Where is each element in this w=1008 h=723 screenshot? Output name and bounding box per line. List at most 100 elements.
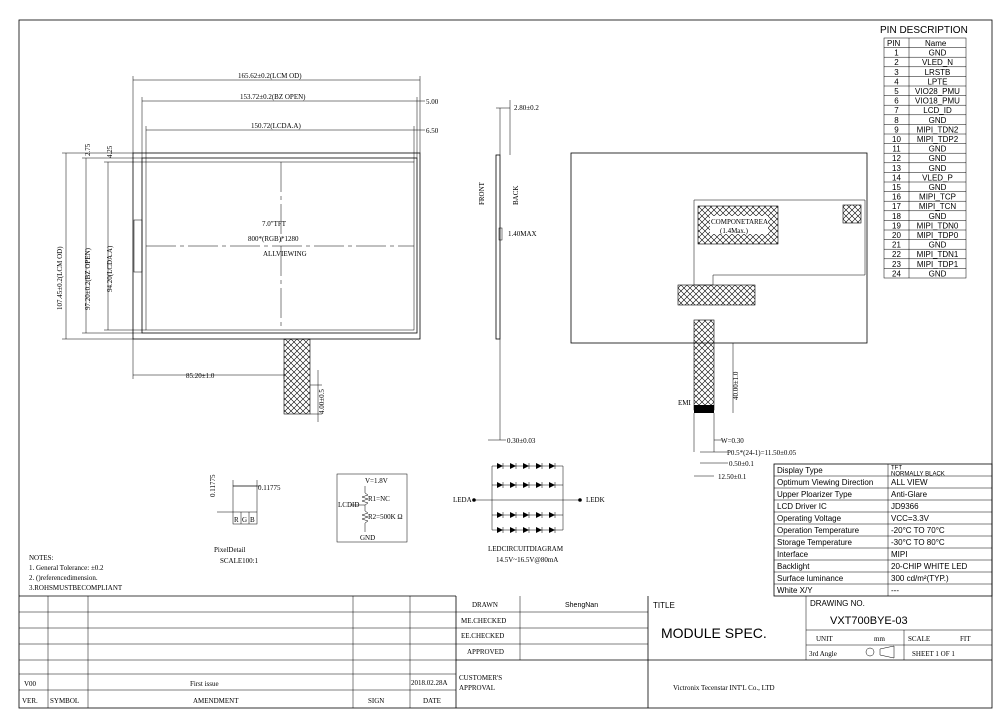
pin-number: 20	[892, 231, 901, 240]
footer-ver: VER.	[22, 697, 38, 705]
pin-name: MIPI_TDN2	[917, 125, 959, 134]
dim-height-lcm: 107.45±0.2(LCM OD)	[56, 246, 64, 310]
footer-sign: SIGN	[368, 697, 384, 705]
rev-date: 2018.02.28A	[411, 679, 448, 687]
pixel-r: R	[234, 516, 239, 524]
ee-checked-label: EE.CHECKED	[461, 632, 504, 640]
pin-name: VLED_N	[922, 58, 953, 67]
dim-fpc-length: 40.00±1.0	[732, 371, 740, 400]
side-front-label: FRONT	[478, 181, 486, 205]
me-checked-label: ME.CHECKED	[461, 617, 506, 625]
spec-value: 20-CHIP WHITE LED	[891, 562, 968, 571]
spec-label: LCD Driver IC	[777, 502, 827, 511]
spec-value: -20°C TO 70°C	[891, 526, 945, 535]
notes: NOTES: 1. General Tolerance: ±0.2 2. ()r…	[29, 554, 123, 592]
pin-desc-title: PIN DESCRIPTION	[880, 25, 968, 36]
spec-label: Operating Voltage	[777, 514, 842, 523]
side-thickness: 2.80±0.2	[514, 104, 539, 112]
spec-label: White X/Y	[777, 586, 813, 595]
drawn-label: DRAWN	[472, 601, 498, 609]
sheet-value: SHEET 1 OF 1	[912, 650, 955, 658]
pin-name: GND	[929, 164, 947, 173]
title-block: V00 First issue 2018.02.28A VER. SYMBOL …	[19, 595, 992, 708]
sheet-border	[18, 19, 993, 709]
pin-number: 16	[892, 193, 901, 202]
pin-name: LRSTB	[925, 68, 951, 77]
dim-width-aa: 150.72(LCDA.A)	[251, 122, 301, 130]
pin-number: 2	[894, 58, 899, 67]
pixel-side-dim: 0.11775	[209, 474, 217, 497]
lcm-outline	[132, 152, 421, 340]
led-cathode-label: LEDK	[586, 496, 605, 504]
front-view: 165.62±0.2(LCM OD) 153.72±0.2(BZ OPEN) 5…	[56, 72, 439, 422]
dim-050: 0.50±0.1	[729, 460, 754, 468]
spec-value: ---	[891, 586, 899, 595]
note-2: 2. ()referencedimension.	[29, 574, 98, 582]
side-view: 2.80±0.2 FRONT BACK 1.40MAX 0.30±0.03	[478, 100, 539, 445]
led-diode-icon	[549, 482, 555, 488]
note-1: 1. General Tolerance: ±0.2	[29, 564, 104, 572]
lcd-circuit-id: LCDID	[338, 501, 359, 509]
pin-number: 3	[894, 68, 899, 77]
dim-offset-275: 2.75	[84, 143, 92, 156]
spec-value: 300 cd/m²(TYP.)	[891, 574, 949, 583]
led-array	[492, 463, 563, 533]
pin-number: 24	[892, 269, 901, 278]
title-value: MODULE SPEC.	[661, 625, 767, 641]
led-diode-icon	[536, 482, 542, 488]
led-diode-icon	[497, 463, 503, 469]
back-fpc-tail	[693, 319, 715, 411]
unit-value: mm	[874, 635, 885, 643]
dim-offset-5: 5.00	[426, 98, 439, 106]
led-diode-icon	[510, 527, 516, 533]
pin-name: MIPI_TDN1	[917, 250, 959, 259]
rev-amendment: First issue	[190, 680, 219, 688]
led-diode-icon	[536, 512, 542, 518]
angle-label: 3rd Angle	[809, 650, 837, 658]
pin-number: 6	[894, 97, 899, 106]
led-diode-icon	[523, 463, 529, 469]
led-diode-icon	[536, 527, 542, 533]
pin-name: GND	[929, 269, 947, 278]
dim-height-aa: 94.20(LCDA.A)	[106, 245, 114, 292]
side-profile	[495, 154, 501, 340]
led-diode-icon	[510, 482, 516, 488]
pin-name: GND	[929, 212, 947, 221]
pin-name: GND	[929, 183, 947, 192]
pin-number: 13	[892, 164, 901, 173]
pin-number: 23	[892, 260, 901, 269]
pin-number: 14	[892, 173, 901, 182]
pin-name: MIPI_TCN	[919, 202, 957, 211]
pixel-b: B	[250, 516, 255, 524]
spec-label: Operation Temperature	[777, 526, 860, 535]
rev-version: V00	[24, 680, 37, 688]
back-outline	[570, 152, 868, 344]
pin-name: GND	[929, 241, 947, 250]
pixel-top-dim: 0.11775	[258, 484, 281, 492]
drawing-no-value: VXT700BYE-03	[830, 615, 908, 627]
led-diode-icon	[497, 512, 503, 518]
pin-name: GND	[929, 154, 947, 163]
spec-value: VCC=3.3V	[891, 514, 930, 523]
unit-label: UNIT	[816, 635, 833, 643]
pixel-detail-scale: SCALE100:1	[220, 557, 259, 565]
led-diode-icon	[523, 512, 529, 518]
pin-number: 7	[894, 106, 899, 115]
footer-date: DATE	[423, 697, 441, 705]
spec-label: Optimum Viewing Direction	[777, 478, 873, 487]
company-name: Victronix Tecenstar INT'L Co., LTD	[673, 684, 775, 692]
dim-height-bz: 97.20±0.2(BZ OPEN)	[84, 247, 92, 310]
spec-value: MIPI	[891, 550, 907, 559]
led-diode-icon	[549, 527, 555, 533]
notes-title: NOTES:	[29, 554, 54, 562]
led-diode-icon	[549, 463, 555, 469]
spec-value: -30°C TO 80°C	[891, 538, 945, 547]
spec-value: NORMALLY BLACK	[891, 472, 945, 478]
pin-name: MIPI_TDN0	[917, 221, 959, 230]
spec-value: Anti-Glare	[891, 490, 928, 499]
dim-fpc-height: 4.00±0.5	[318, 389, 326, 414]
pin-name: MIPI_TDP2	[917, 135, 959, 144]
pin-name: VLED_P	[922, 173, 953, 182]
